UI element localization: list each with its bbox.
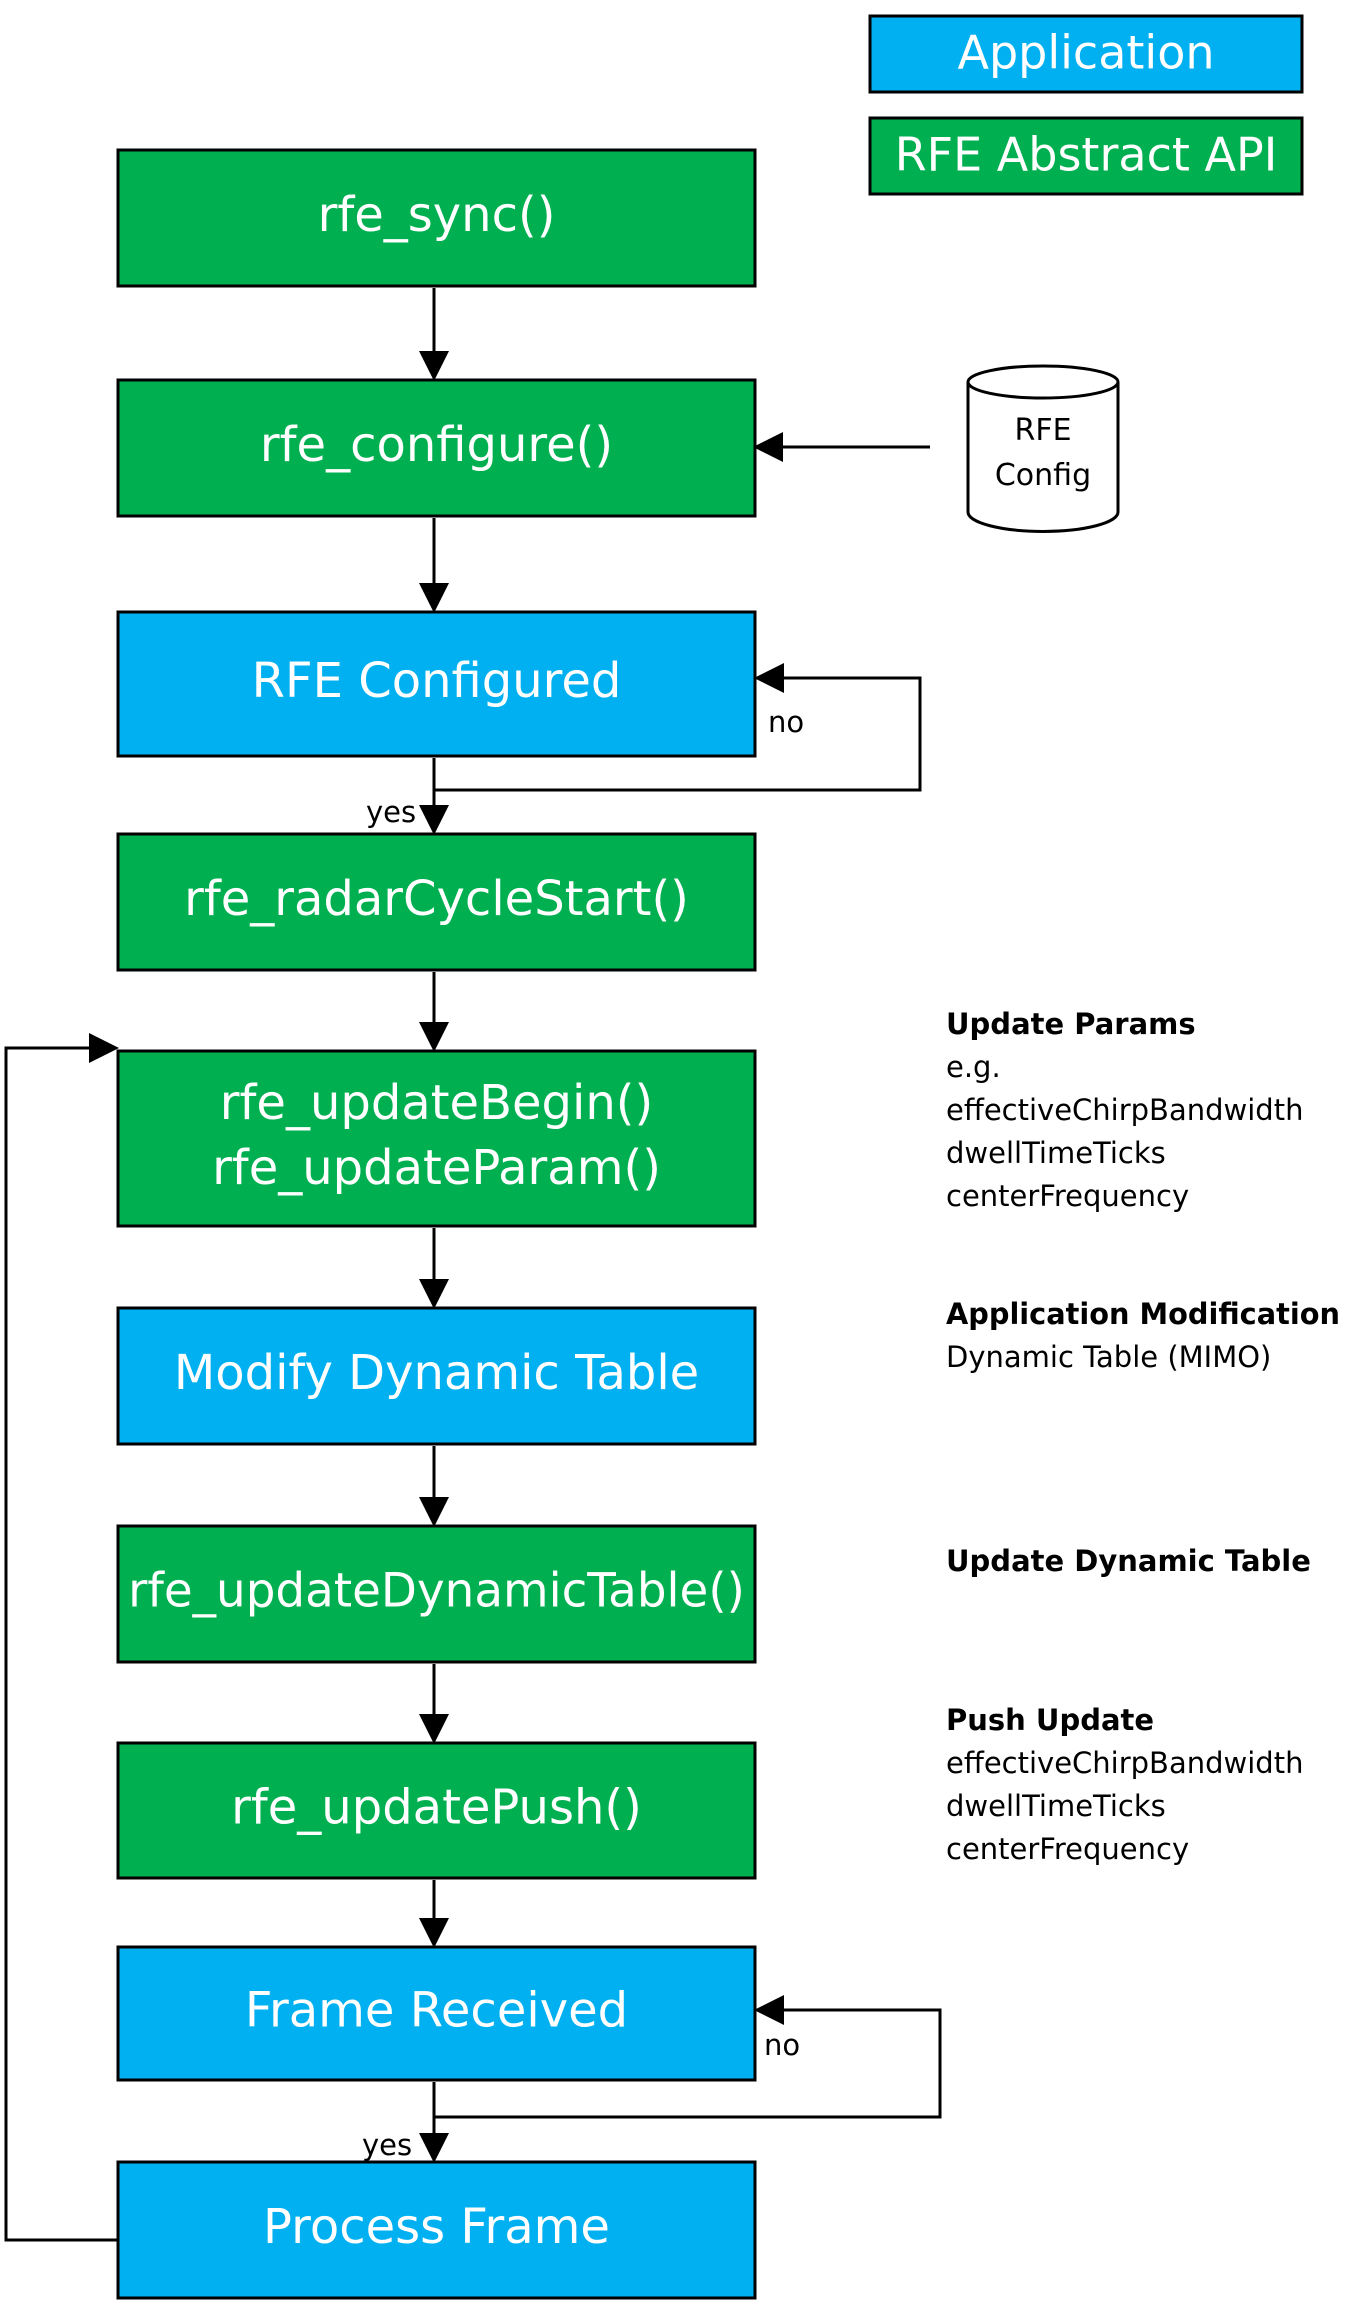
node-process-label: Process Frame [263, 2199, 610, 2255]
database-label-line2: Config [995, 458, 1091, 493]
note-push-update-title: Push Update [946, 1703, 1154, 1737]
node-push-label: rfe_updatePush() [231, 1780, 642, 1836]
node-cyclestart: rfe_radarCycleStart() [116, 832, 757, 972]
note-push-update-line: effectiveChirpBandwidth [946, 1746, 1303, 1780]
note-update-params-line: e.g. [946, 1050, 1001, 1084]
label-configured-no: no [768, 705, 804, 739]
label-received-yes: yes [362, 2128, 412, 2162]
node-cyclestart-box [116, 832, 757, 972]
label-configured-yes: yes [366, 795, 416, 829]
legend: Application RFE Abstract API [868, 14, 1304, 196]
node-updatetable-box [116, 1524, 757, 1664]
loop-received-no [432, 1995, 942, 2119]
legend-application: Application [868, 14, 1304, 94]
node-configure-label: rfe_configure() [260, 417, 613, 473]
node-configured-label: RFE Configured [252, 653, 622, 709]
legend-api: RFE Abstract API [868, 116, 1304, 196]
node-modify-box [116, 1306, 757, 1446]
loop-process-to-updatebegin [4, 1033, 119, 2242]
node-updatetable: rfe_updateDynamicTable() [116, 1524, 757, 1664]
node-updatebegin-label: rfe_updateBegin() [220, 1075, 653, 1131]
rfe-config-database: RFE Config [966, 364, 1120, 533]
loop-configured-no [432, 663, 922, 792]
node-process: Process Frame [116, 2160, 757, 2300]
note-push-update-line: centerFrequency [946, 1832, 1189, 1866]
node-updatebegin-label: rfe_updateParam() [212, 1140, 661, 1196]
node-configure-box [116, 378, 757, 518]
connectors [4, 288, 942, 2242]
side-notes: Update Params e.g. effectiveChirpBandwidth… [946, 1007, 1340, 1866]
node-push: rfe_updatePush() [116, 1741, 757, 1880]
node-cyclestart-label: rfe_radarCycleStart() [184, 871, 689, 927]
database-label-line1: RFE [1014, 413, 1071, 448]
node-updatetable-label: rfe_updateDynamicTable() [128, 1565, 745, 1619]
node-configured-box [116, 610, 757, 758]
note-update-params-title: Update Params [946, 1007, 1196, 1041]
note-update-params-line: effectiveChirpBandwidth [946, 1093, 1303, 1127]
node-updatebegin-box [116, 1049, 757, 1228]
note-update-params: Update Params e.g. effectiveChirpBandwidth… [946, 1007, 1303, 1213]
node-push-box [116, 1741, 757, 1880]
note-update-params-line: dwellTimeTicks [946, 1136, 1166, 1170]
note-update-table-title: Update Dynamic Table [946, 1544, 1311, 1578]
node-process-box [116, 2160, 757, 2300]
node-sync-label: rfe_sync() [318, 187, 556, 243]
node-received-label: Frame Received [245, 1983, 628, 2039]
note-app-modification-line: Dynamic Table (MIMO) [946, 1340, 1271, 1374]
note-push-update: Push Update effectiveChirpBandwidth dwellT… [946, 1703, 1303, 1866]
note-push-update-line: dwellTimeTicks [946, 1789, 1166, 1823]
node-updatebegin: rfe_updateBegin() rfe_updateParam() [116, 1049, 757, 1228]
node-modify: Modify Dynamic Table [116, 1306, 757, 1446]
flow-nodes: rfe_sync() rfe_configure() RFE Configured r… [116, 148, 757, 2300]
node-configure: rfe_configure() [116, 378, 757, 518]
note-update-table: Update Dynamic Table [946, 1544, 1311, 1578]
node-sync-box [116, 148, 757, 288]
node-received: Frame Received [116, 1945, 757, 2082]
node-sync: rfe_sync() [116, 148, 757, 288]
note-update-params-line: centerFrequency [946, 1179, 1189, 1213]
legend-api-label: RFE Abstract API [895, 128, 1278, 182]
note-app-modification-title: Application Modification [946, 1297, 1340, 1331]
edge-labels: no yes no yes [362, 705, 804, 2162]
label-received-no: no [764, 2028, 800, 2062]
node-modify-label: Modify Dynamic Table [174, 1345, 699, 1401]
node-configured: RFE Configured [116, 610, 757, 758]
legend-application-label: Application [957, 26, 1214, 80]
